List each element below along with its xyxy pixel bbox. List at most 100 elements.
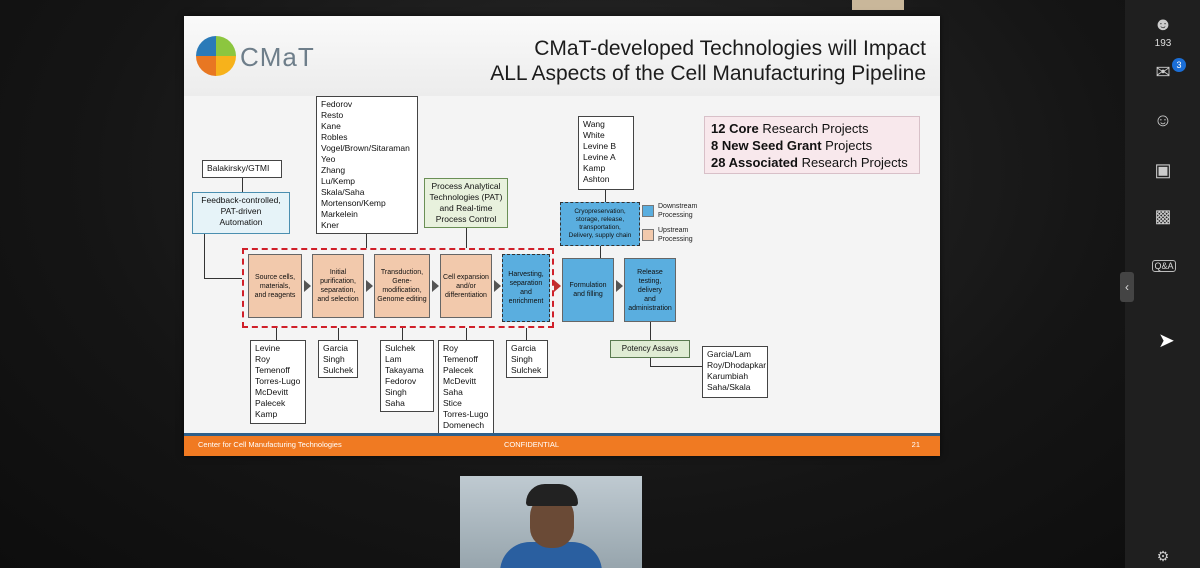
names-col-4: Roy Temenoff Palecek McDevitt Saha Stice… bbox=[438, 340, 494, 434]
name-entry: Sulchek bbox=[511, 365, 542, 375]
presentation-slide: CMaT CMaT-developed Technologies will Im… bbox=[184, 16, 940, 456]
legend-swatch-upstream bbox=[642, 229, 654, 241]
image-icon[interactable]: ▣ bbox=[1154, 160, 1172, 180]
name-entry: Singh bbox=[385, 387, 407, 397]
name-entry: Sulchek bbox=[323, 365, 354, 375]
connector bbox=[526, 328, 527, 340]
name-entry: Kane bbox=[321, 121, 341, 131]
title-line-1: CMaT-developed Technologies will Impact bbox=[534, 37, 926, 60]
name-entry: Karumbiah bbox=[707, 371, 749, 381]
name-entry: Stice bbox=[443, 398, 462, 408]
chat-icon[interactable]: ✉ bbox=[1155, 62, 1171, 82]
poll-icon[interactable]: ▩ bbox=[1154, 206, 1172, 226]
name-entry: Palecek bbox=[443, 365, 474, 375]
connector bbox=[650, 322, 651, 340]
stats-line-core: 12 Core Research Projects bbox=[711, 121, 869, 136]
top-edge-strip bbox=[852, 0, 904, 10]
name-entry: McDevitt bbox=[443, 376, 477, 386]
name-entry: Lam bbox=[385, 354, 402, 364]
footer-left: Center for Cell Manufacturing Technologi… bbox=[198, 440, 342, 449]
name-entry: Resto bbox=[321, 110, 344, 120]
user-icon[interactable]: ☺ bbox=[1153, 110, 1173, 130]
name-entry: Lu/Kemp bbox=[321, 176, 356, 186]
logo-text: CMaT bbox=[240, 42, 315, 72]
arrow-icon bbox=[304, 280, 311, 292]
name-entry: Roy bbox=[443, 343, 459, 353]
connector bbox=[466, 228, 467, 248]
presenter-webcam bbox=[460, 476, 642, 568]
legend-swatch-downstream bbox=[642, 205, 654, 217]
slide-footer: Center for Cell Manufacturing Technologi… bbox=[184, 433, 940, 456]
legend-text: Upstream bbox=[658, 227, 689, 234]
name-entry: Robles bbox=[321, 132, 348, 142]
name-entry: Garcia/Lam bbox=[707, 349, 751, 359]
name-entry: Levine A bbox=[583, 152, 616, 162]
stats-line-associated: 28 Associated Research Projects bbox=[711, 155, 908, 170]
process-source-cells: Source cells,materials,and reagents bbox=[248, 254, 302, 318]
name-entry: Vogel/Brown/Sitaraman bbox=[321, 143, 410, 153]
legend-text: Processing bbox=[658, 236, 693, 243]
participants-icon[interactable]: ☻ bbox=[1153, 14, 1173, 34]
pat-line: Process Control bbox=[435, 214, 497, 224]
connector bbox=[204, 278, 242, 279]
chat-badge: 3 bbox=[1172, 58, 1186, 72]
participants-count: 193 bbox=[1154, 38, 1172, 49]
name-entry: Mortenson/Kemp bbox=[321, 198, 386, 208]
legend-text: Processing bbox=[658, 212, 693, 219]
project-stats-box: 12 Core Research Projects 8 New Seed Gra… bbox=[704, 116, 920, 174]
stats-line-seed: 8 New Seed Grant Projects bbox=[711, 138, 873, 153]
name-entry: Levine B bbox=[583, 141, 617, 151]
pat-line: and Real-time bbox=[439, 203, 493, 213]
name-entry: Yeo bbox=[321, 154, 336, 164]
page-number: 21 bbox=[911, 440, 920, 449]
mouse-cursor-icon: ➤ bbox=[1158, 330, 1175, 352]
connector bbox=[650, 358, 651, 366]
name-entry: Torres-Lugo bbox=[255, 376, 301, 386]
cryo-line: Cryopreservation, bbox=[574, 208, 626, 215]
connector bbox=[650, 366, 702, 367]
name-entry: Singh bbox=[511, 354, 533, 364]
meeting-sidebar bbox=[1125, 0, 1200, 568]
name-entry: Levine bbox=[255, 343, 281, 353]
presenter-cap bbox=[526, 484, 578, 506]
pat-line: Technologies (PAT) bbox=[429, 192, 503, 202]
names-col-7: Garcia/Lam Roy/Dhodapkar Karumbiah Saha/… bbox=[702, 346, 768, 398]
settings-gear-icon[interactable]: ⚙ bbox=[1156, 548, 1170, 564]
name-entry: Singh bbox=[323, 354, 345, 364]
cryo-line: Delivery, supply chain bbox=[568, 232, 632, 239]
names-col-3: Sulchek Lam Takayama Fedorov Singh Saha bbox=[380, 340, 434, 412]
arrow-icon bbox=[432, 280, 439, 292]
feedback-automation-box: Feedback-controlled, PAT-driven Automati… bbox=[192, 192, 290, 234]
qa-button[interactable]: Q&A bbox=[1152, 260, 1176, 272]
name-entry: Temenoff bbox=[443, 354, 478, 364]
pat-box: Process Analytical Technologies (PAT) an… bbox=[424, 178, 508, 228]
connector bbox=[402, 328, 403, 340]
name-entry: Palecek bbox=[255, 398, 286, 408]
arrow-icon bbox=[554, 280, 561, 292]
name-entry: Saha bbox=[443, 387, 463, 397]
name-entry: Temenoff bbox=[255, 365, 290, 375]
process-transduction: Transduction,Gene-modification,Genome ed… bbox=[374, 254, 430, 318]
name-entry: Roy/Dhodapkar bbox=[707, 360, 767, 370]
name-entry: Kamp bbox=[255, 409, 278, 419]
name-entry: Fedorov bbox=[321, 99, 353, 109]
names-wang-box: Wang White Levine B Levine A Kamp Ashton bbox=[578, 116, 634, 190]
collapse-chevron-icon[interactable]: ‹ bbox=[1120, 272, 1134, 302]
name-entry: Zhang bbox=[321, 165, 346, 175]
connector bbox=[338, 328, 339, 340]
name-entry: Garcia bbox=[511, 343, 537, 353]
slide-header: CMaT CMaT-developed Technologies will Im… bbox=[184, 16, 940, 96]
name-entry: Garcia bbox=[323, 343, 349, 353]
cmat-logo-icon bbox=[196, 36, 236, 76]
connector bbox=[466, 328, 467, 340]
name-entry: Markelein bbox=[321, 209, 358, 219]
arrow-icon bbox=[616, 280, 623, 292]
names-top-box: Fedorov Resto Kane Robles Vogel/Brown/Si… bbox=[316, 96, 418, 234]
name-entry: Skala/Saha bbox=[321, 187, 365, 197]
legend-text: Downstream bbox=[658, 203, 698, 210]
cryopreservation-box: Cryopreservation, storage, release, tran… bbox=[560, 202, 640, 246]
